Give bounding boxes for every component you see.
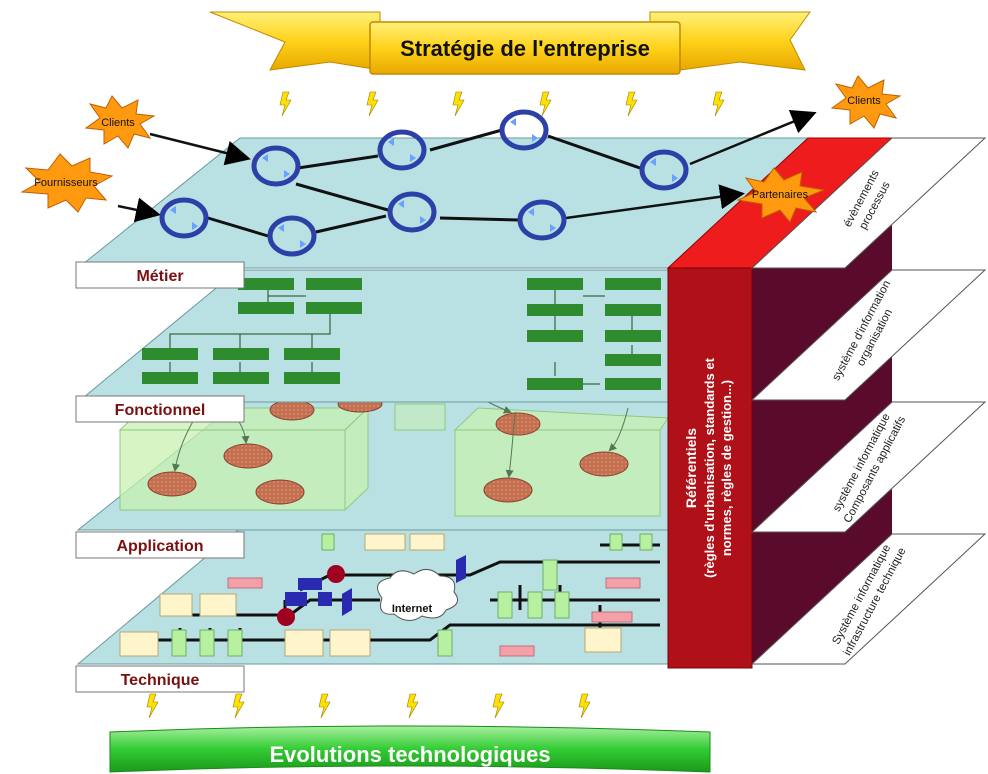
lightning-icon <box>366 91 379 117</box>
lightning-icon <box>318 693 331 719</box>
process-icon <box>387 191 437 233</box>
lightning-icon <box>625 91 638 117</box>
process-icon <box>517 199 567 241</box>
actor-label-clients-right: Clients <box>847 95 881 107</box>
technology-title: Evolutions technologiques <box>269 742 550 767</box>
process-icon <box>377 129 427 171</box>
strategy-title: Stratégie de l'entreprise <box>400 36 650 61</box>
lightning-icon <box>712 91 725 117</box>
layer-label-technique: Technique <box>121 672 200 689</box>
layer-label-application: Application <box>116 538 203 555</box>
actor-label-fournisseurs: Fournisseurs <box>34 177 98 189</box>
lightning-icon <box>452 91 465 117</box>
lightning-bolts-bottom <box>146 693 591 719</box>
fonctionnel-layer <box>76 269 669 403</box>
actor-stars: Clients Fournisseurs Clients Partenaires <box>20 75 902 223</box>
actor-partenaires: Partenaires <box>736 167 826 223</box>
lightning-icon <box>492 693 505 719</box>
layer-label-fonctionnel: Fonctionnel <box>115 402 206 419</box>
internet-label: Internet <box>392 603 433 615</box>
internet-cloud: Internet <box>377 569 459 621</box>
actor-label-clients-left: Clients <box>101 117 135 129</box>
actor-clients-right: Clients <box>830 75 902 129</box>
layer-labels: Métier Fonctionnel Application Technique <box>75 261 245 693</box>
process-icon <box>159 197 209 239</box>
lightning-icon <box>232 693 245 719</box>
actor-fournisseurs: Fournisseurs <box>20 153 114 213</box>
layer-label-metier: Métier <box>136 268 183 285</box>
actor-label-partenaires: Partenaires <box>752 189 809 201</box>
referentiels-line3: normes, règles de gestion...) <box>719 380 734 556</box>
lightning-icon <box>539 91 552 117</box>
lightning-icon <box>406 693 419 719</box>
process-icon <box>499 109 549 151</box>
side-panels: évènements processus système d'informati… <box>750 137 987 665</box>
process-icon <box>251 145 301 187</box>
strategy-banner: Stratégie de l'entreprise <box>209 11 811 75</box>
technology-banner: Evolutions technologiques <box>109 725 711 773</box>
referentiels-title: Référentiels <box>683 428 699 508</box>
lightning-icon <box>578 693 591 719</box>
process-icon <box>639 149 689 191</box>
process-icon <box>267 215 317 257</box>
lightning-icon <box>146 693 159 719</box>
actor-clients-left: Clients <box>84 95 156 149</box>
metier-layer <box>76 109 817 269</box>
lightning-bolts-top <box>279 91 725 117</box>
referentiels-block: Référentiels (règles d'urbanisation, sta… <box>666 137 894 669</box>
referentiels-line2: (règles d'urbanisation, standards et <box>702 357 717 577</box>
lightning-icon <box>279 91 292 117</box>
